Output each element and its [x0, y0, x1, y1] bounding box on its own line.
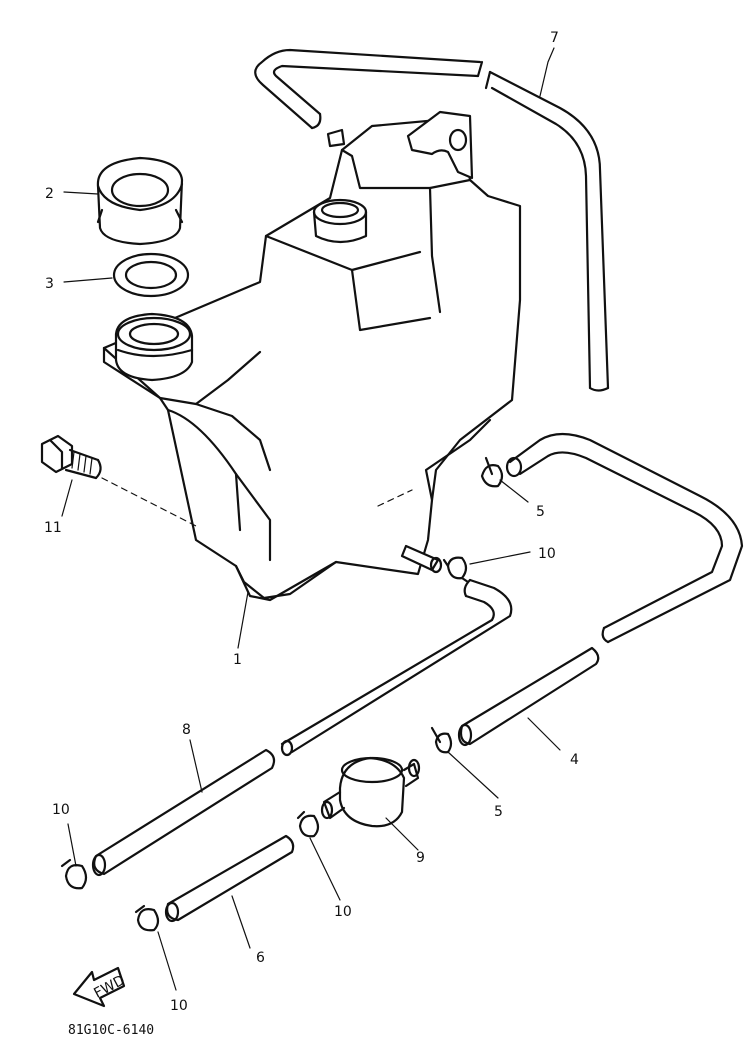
fwd-arrow-icon: FWD	[72, 966, 128, 1008]
callout-10-mid: 10	[334, 904, 352, 920]
callout-8: 7	[550, 30, 559, 46]
filter-9	[320, 756, 421, 828]
clamp-10-upper	[442, 556, 470, 584]
callout-7: 8	[182, 722, 191, 738]
callout-5-upper: 5	[536, 504, 545, 520]
drawing-code: 81G10C-6140	[68, 1023, 154, 1038]
callout-2: 2	[45, 186, 54, 202]
callout-10-left: 10	[52, 802, 70, 818]
hose-8	[254, 48, 610, 392]
callout-3: 3	[45, 276, 54, 292]
clamp-10-bottom	[134, 904, 160, 932]
clamp-10-mid	[296, 810, 320, 838]
callout-9: 9	[416, 850, 425, 866]
callout-10-upper: 10	[538, 546, 556, 562]
clamp-5-lower	[430, 726, 453, 754]
callout-1: 1	[233, 652, 242, 668]
reservoir-tank-1	[102, 110, 522, 602]
callout-11: 11	[44, 520, 62, 536]
callout-4: 4	[570, 752, 579, 768]
callout-6: 6	[256, 950, 265, 966]
hose-lower-bend	[280, 578, 513, 757]
hose-6	[164, 834, 295, 923]
bolt-11	[40, 434, 197, 527]
callout-10-bottom: 10	[170, 998, 188, 1014]
cap-2	[96, 156, 184, 246]
hose-4	[457, 432, 744, 747]
callout-5-lower: 5	[494, 804, 503, 820]
leader-lines	[61, 47, 561, 991]
clamp-5-upper	[480, 456, 504, 488]
hose-7	[91, 748, 276, 877]
clamp-10-left	[60, 858, 88, 890]
gasket-3	[112, 252, 190, 298]
